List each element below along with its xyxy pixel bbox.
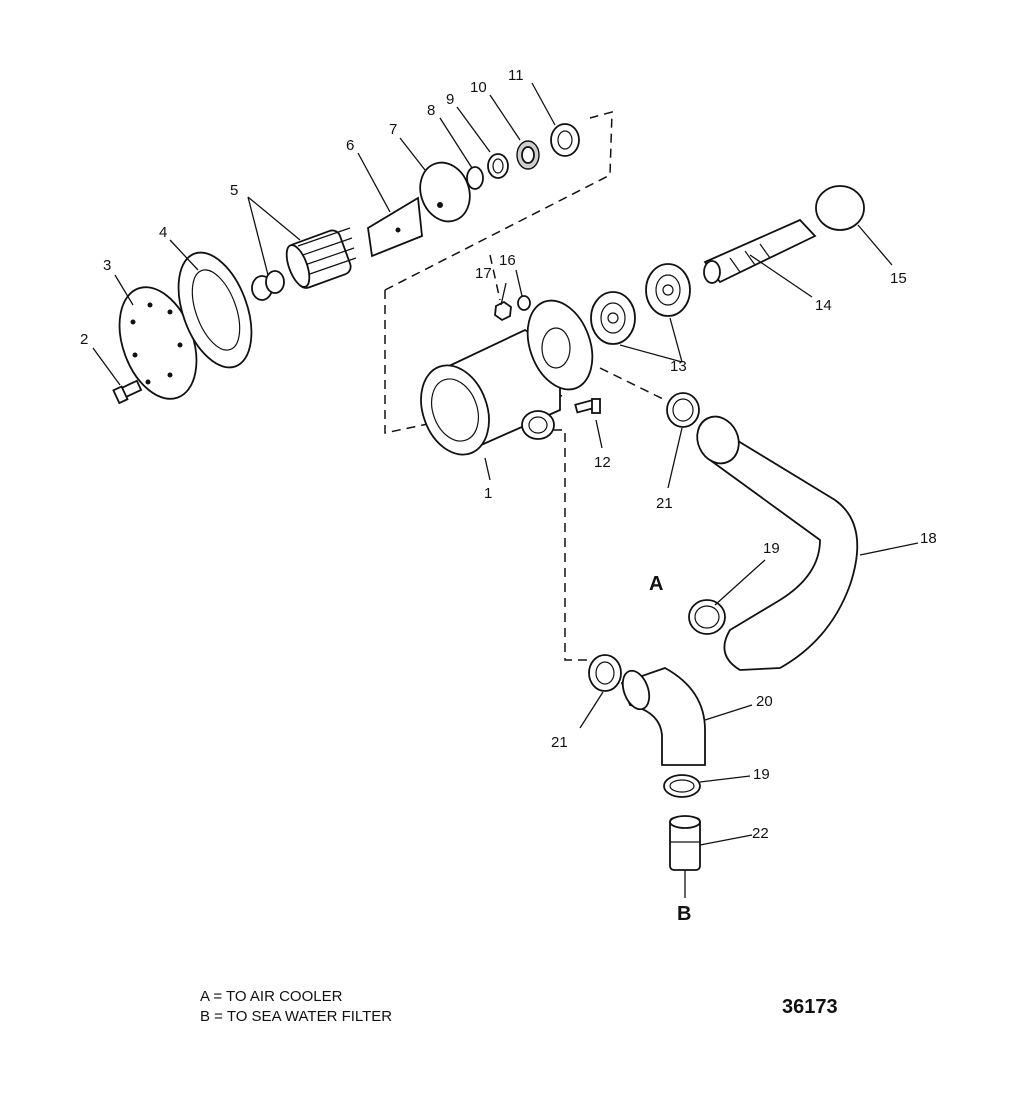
callout-12: 12: [594, 454, 611, 471]
callout-19-upper: 19: [763, 540, 780, 557]
callout-14: 14: [815, 297, 832, 314]
callout-3: 3: [103, 257, 111, 274]
part-12-screw: [574, 398, 601, 414]
part-5-impeller: [251, 227, 357, 301]
part-4-gasket: [177, 251, 253, 369]
callout-11: 11: [508, 67, 524, 84]
callout-2: 2: [80, 331, 88, 348]
callout-16: 16: [499, 252, 516, 269]
callout-22: 22: [752, 825, 769, 842]
part-17-nut: [494, 300, 512, 322]
part-8-ring: [466, 166, 484, 190]
part-21-clamp-lower: [588, 654, 622, 692]
part-19-clamp-upper: [688, 599, 726, 635]
part-14-shaft: [703, 218, 817, 284]
part-11-seal: [550, 123, 580, 157]
part-6-cam-plate: [367, 196, 423, 258]
callout-18: 18: [920, 530, 937, 547]
part-9-washer: [487, 153, 509, 179]
callout-9: 9: [446, 91, 454, 108]
callout-6: 6: [346, 137, 354, 154]
part-21-clamp-upper: [666, 392, 700, 428]
callout-17: 17: [475, 265, 492, 282]
part-1-pump-body: [420, 299, 594, 456]
callout-20: 20: [756, 693, 773, 710]
part-2-screw: [112, 379, 143, 405]
legend: A = TO AIR COOLER B = TO SEA WATER FILTE…: [200, 987, 392, 1027]
callout-4: 4: [159, 224, 167, 241]
callout-7: 7: [389, 121, 397, 138]
callout-21-upper: 21: [656, 495, 673, 512]
leader-lines: [92, 82, 919, 898]
part-15-o-ring: [815, 185, 865, 231]
callout-8: 8: [427, 102, 435, 119]
port-label-b: B: [677, 903, 691, 925]
legend-line-b: B = TO SEA WATER FILTER: [200, 1008, 393, 1025]
callout-1: 1: [484, 485, 492, 502]
legend-line-a: A = TO AIR COOLER: [200, 988, 343, 1005]
part-19-clamp-lower: [663, 774, 701, 798]
part-7-wear-plate: [419, 161, 471, 223]
callout-13: 13: [670, 358, 687, 375]
part-16-washer: [517, 295, 531, 311]
port-label-a: A: [649, 573, 663, 595]
part-18-hose: [696, 415, 859, 671]
callout-10: 10: [470, 79, 487, 96]
figure-number: 36173: [782, 996, 838, 1018]
part-10-seal: [516, 140, 540, 170]
part-22-fitting: [669, 815, 701, 871]
callout-21-lower: 21: [551, 734, 568, 751]
callout-5: 5: [230, 182, 238, 199]
callout-19-lower: 19: [753, 766, 770, 783]
part-13-bearings: [590, 263, 691, 345]
callout-15: 15: [890, 270, 907, 287]
part-20-elbow-hose: [620, 667, 706, 766]
